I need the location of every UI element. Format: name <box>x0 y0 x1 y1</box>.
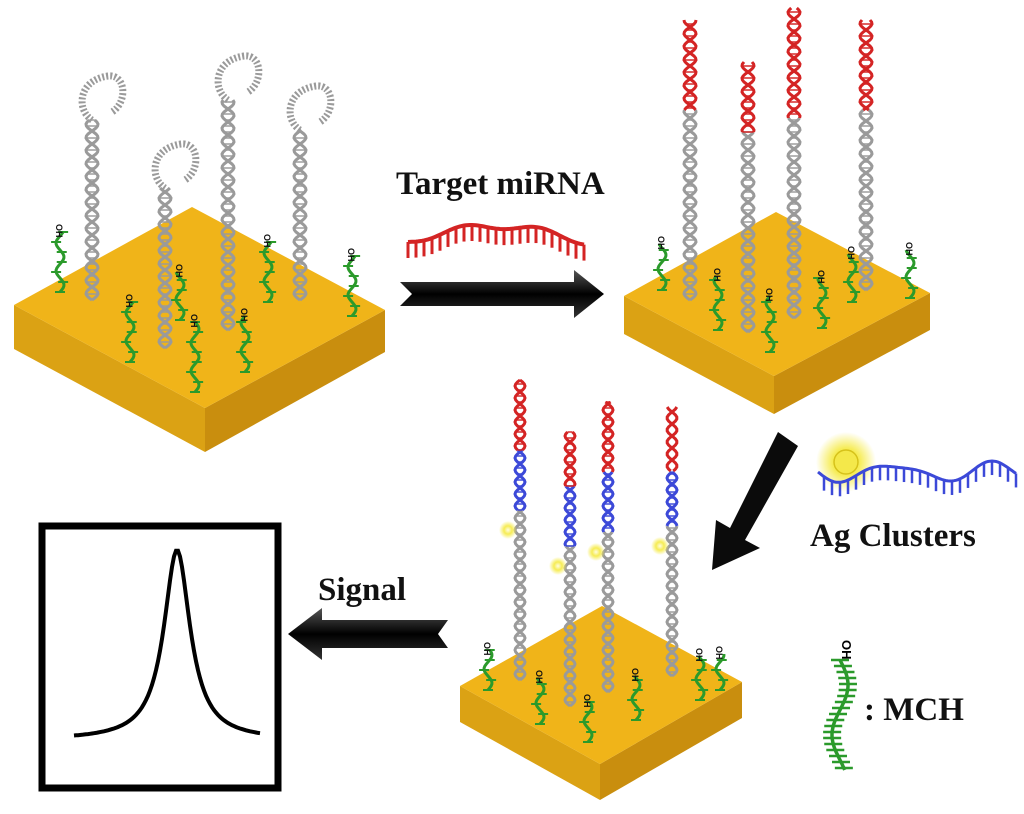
svg-text:OH: OH <box>124 294 134 308</box>
mch-s2-5: OH <box>843 246 861 303</box>
mch-s2-1: OH <box>653 236 671 291</box>
electrode-3-front <box>460 686 600 800</box>
sandwich-4 <box>665 406 679 678</box>
ag-strand <box>817 459 1018 497</box>
electrode-2-side <box>774 293 930 414</box>
mch-s2-6: OH <box>901 242 919 299</box>
svg-text:OH: OH <box>904 242 914 256</box>
sandwich-2 <box>563 430 577 708</box>
probe-target-4 <box>858 19 874 292</box>
ag-cluster-bound-1 <box>499 521 517 539</box>
mch-s2-2: OH <box>709 268 727 331</box>
svg-text:OH: OH <box>239 308 249 322</box>
mch-s1-5: OH <box>259 234 277 303</box>
arrow-left <box>288 608 448 660</box>
ag-cluster-bound-2 <box>549 557 567 575</box>
electrode-2-top <box>624 212 930 376</box>
svg-text:OH: OH <box>482 642 492 656</box>
svg-text:OH: OH <box>712 268 722 282</box>
mch-legend-strand <box>823 658 857 771</box>
mch-s2-4: OH <box>813 270 831 329</box>
probe-target-1 <box>682 19 698 302</box>
ag-cluster <box>833 449 859 475</box>
svg-text:OH: OH <box>764 288 774 302</box>
electrode-1-side <box>205 310 385 452</box>
ag-clusters-label: Ag Clusters <box>810 518 976 554</box>
mch-s1-1: OH <box>51 224 69 293</box>
svg-text:OH: OH <box>656 236 666 250</box>
svg-text:OH: OH <box>582 694 592 708</box>
mch-s3-2: OH <box>531 670 549 725</box>
target-mirna-label: Target miRNA <box>396 166 605 202</box>
ag-cluster-probe <box>816 432 1018 497</box>
probe-target-2 <box>740 61 756 334</box>
electrode-3-side <box>600 682 742 800</box>
dna-strands: OH OH OH OH OH OH OH OH OH OH OH OH OH OH OH OH OH OH OH <box>51 6 919 743</box>
sandwich-1 <box>513 378 527 682</box>
probe-hairpin-4 <box>286 82 335 302</box>
svg-text:OH: OH <box>262 234 272 248</box>
mch-s3-1: OH <box>479 642 497 691</box>
probe-hairpin-3 <box>214 52 263 332</box>
svg-text:OH: OH <box>846 246 856 260</box>
mch-label: : MCH <box>864 692 964 728</box>
mch-s1-2: OH <box>121 294 139 363</box>
svg-text:OH: OH <box>630 668 640 682</box>
mch-s1-6: OH <box>343 248 361 317</box>
mch-s3-5: OH <box>691 648 709 701</box>
ag-cluster-bound-4 <box>651 537 669 555</box>
arrow-down <box>712 432 798 570</box>
svg-text:OH: OH <box>534 670 544 684</box>
mch-s1-7: OH <box>171 264 189 321</box>
electrode-3-top <box>460 606 742 764</box>
electrode-1 <box>14 207 385 452</box>
svg-text:OH: OH <box>189 314 199 328</box>
ag-cluster-bound-3 <box>587 543 605 561</box>
signal-peak-curve <box>73 548 261 738</box>
probe-hairpin-1 <box>78 72 127 302</box>
electrode-3 <box>460 606 742 800</box>
mch-s3-4: OH <box>627 668 645 721</box>
electrode-2-front <box>624 296 774 414</box>
svg-text:OH: OH <box>346 248 356 262</box>
probe-target-3 <box>786 6 802 320</box>
mch-s3-3: OH <box>579 694 597 743</box>
mch-s1-3: OH <box>186 314 204 393</box>
svg-text:OH: OH <box>714 646 724 660</box>
mch-s2-3: OH <box>761 288 779 353</box>
target-mirna-strand <box>406 223 586 261</box>
electrode-2 <box>624 212 930 414</box>
mch-s3-6: OH <box>711 646 729 691</box>
electrode-1-top <box>14 207 385 408</box>
mch-legend-oh: OH <box>839 640 854 660</box>
svg-text:OH: OH <box>694 648 704 662</box>
electrode-1-front <box>14 305 205 452</box>
sandwich-3 <box>601 400 615 694</box>
arrow-right <box>400 270 604 318</box>
signal-label: Signal <box>318 572 407 608</box>
svg-text:OH: OH <box>174 264 184 278</box>
probe-hairpin-2 <box>151 140 200 350</box>
svg-text:OH: OH <box>816 270 826 284</box>
svg-text:OH: OH <box>54 224 64 238</box>
mch-s1-4: OH <box>236 308 254 373</box>
